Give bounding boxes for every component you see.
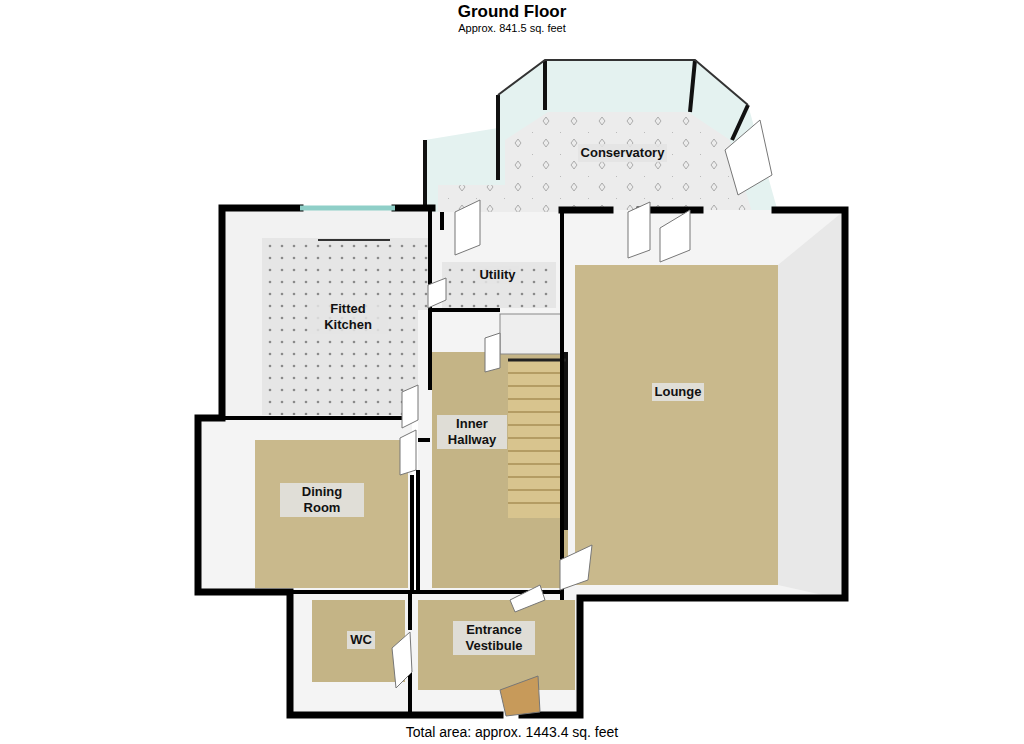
door [725,120,772,195]
wall-face [290,592,410,715]
door [510,585,545,612]
plan-caption: Total area: approx. 1443.4 sq. feet [0,724,1024,741]
stair-run [508,360,566,518]
door [400,430,416,475]
room-label: Entrance Vestibule [453,621,535,655]
room-label: Conservatory [578,144,668,162]
room-area: Dining Room [258,462,386,538]
room-label: WC [347,631,375,649]
wall-face [778,210,845,600]
room-area: WC [318,612,404,668]
outer-wall [198,208,845,715]
room-label: Inner Hallway [437,415,507,449]
door [485,333,500,372]
carpet-floor [575,265,778,585]
door [402,385,418,428]
wall-face [198,418,412,592]
room-label: Utility [476,266,518,284]
plan-title: Ground Floor [0,2,1024,22]
stair-wall [564,352,568,530]
door [428,278,446,308]
door [660,210,690,262]
area-note: Approx. 841.5 sq. feet [0,22,1024,35]
door [628,202,650,258]
room-area: Conservatory [520,122,725,184]
glass-wall [425,60,778,212]
glass-post [425,60,778,212]
room-area: Lounge [580,290,776,494]
wall-face [222,208,432,418]
stair-tread [508,373,566,503]
door [560,545,592,590]
interior-wall [222,208,562,715]
window-sill [318,239,390,241]
glass-frame [498,60,748,105]
front-door [500,676,540,716]
room-area: Fitted Kitchen [268,262,428,372]
cupboard [500,314,562,354]
room-label: Fitted Kitchen [308,300,388,334]
window [300,206,395,211]
door [455,200,480,255]
tiled-floor [438,112,752,212]
carpet-floor [255,440,408,588]
carpet-floor [312,600,405,682]
room-label: Lounge [652,383,705,401]
door [392,120,772,716]
wall-face [562,210,845,600]
wall-face [432,212,562,310]
tiled-floor [442,262,556,308]
door [392,632,412,688]
carpet-floor [418,600,575,690]
wall-face [410,592,580,715]
room-label: Dining Room [280,483,364,517]
stair-top [508,359,566,362]
room-area: Utility [445,250,550,300]
room-area: Entrance Vestibule [425,610,563,666]
staircase [508,352,566,530]
tiled-floor [262,238,428,415]
wall-face [418,310,572,592]
room-area: Inner Hallway [432,400,512,464]
carpet-floor [432,352,568,588]
